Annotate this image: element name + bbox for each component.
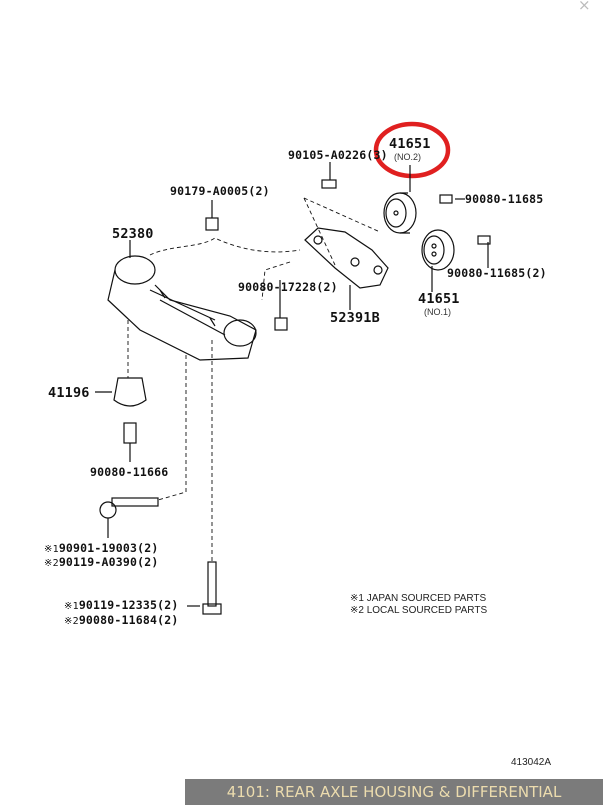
part-90179-a0005[interactable]: 90179-A0005(2)	[170, 184, 270, 198]
part-90901-19003[interactable]: ※190901-19003(2)	[44, 541, 159, 555]
bolts	[99, 179, 491, 615]
part-90080-11666[interactable]: 90080-11666	[90, 465, 169, 479]
pulley-no1	[421, 229, 455, 271]
part-number: 90901-19003(2)	[58, 541, 159, 555]
footer-title-bar: 4101: REAR AXLE HOUSING & DIFFERENTIAL	[185, 779, 603, 805]
note-marker: ※1	[44, 544, 59, 555]
part-90080-11685-2[interactable]: 90080-11685(2)	[447, 266, 547, 280]
note-japan-sourced: ※1 JAPAN SOURCED PARTS	[350, 593, 487, 604]
part-52391b[interactable]: 52391B	[330, 310, 380, 326]
part-41651-no1-sub: (NO.1)	[424, 307, 451, 317]
part-41651-no1[interactable]: 41651	[418, 291, 460, 307]
part-41196[interactable]: 41196	[48, 385, 90, 401]
note-local-sourced: ※2 LOCAL SOURCED PARTS	[350, 605, 488, 616]
crossmember-52380	[107, 255, 257, 361]
highlight-circle	[373, 121, 451, 179]
part-90119-12335[interactable]: ※190119-12335(2)	[64, 598, 179, 612]
part-41651-no2-sub: (NO.2)	[394, 152, 421, 162]
part-41651-no2[interactable]: 41651	[389, 136, 431, 152]
note-marker: ※2	[44, 558, 59, 569]
part-52380[interactable]: 52380	[112, 226, 154, 242]
part-number: 90080-11684(2)	[78, 613, 179, 627]
close-icon[interactable]: ×	[578, 0, 591, 14]
pulley-no2	[383, 192, 417, 234]
part-90080-17228[interactable]: 90080-17228(2)	[238, 280, 338, 294]
note-marker: ※2	[64, 616, 79, 627]
bracket-52391b	[304, 227, 389, 289]
part-90080-11685[interactable]: 90080-11685	[465, 192, 544, 206]
note-marker: ※1	[64, 601, 79, 612]
part-90105-a0226[interactable]: 90105-A0226(3)	[288, 148, 388, 162]
part-90119-a0390[interactable]: ※290119-A0390(2)	[44, 555, 159, 569]
part-number: 90119-12335(2)	[78, 598, 179, 612]
illustration-code: 413042A	[511, 757, 552, 768]
part-90080-11684[interactable]: ※290080-11684(2)	[64, 613, 179, 627]
part-number: 90119-A0390(2)	[58, 555, 159, 569]
